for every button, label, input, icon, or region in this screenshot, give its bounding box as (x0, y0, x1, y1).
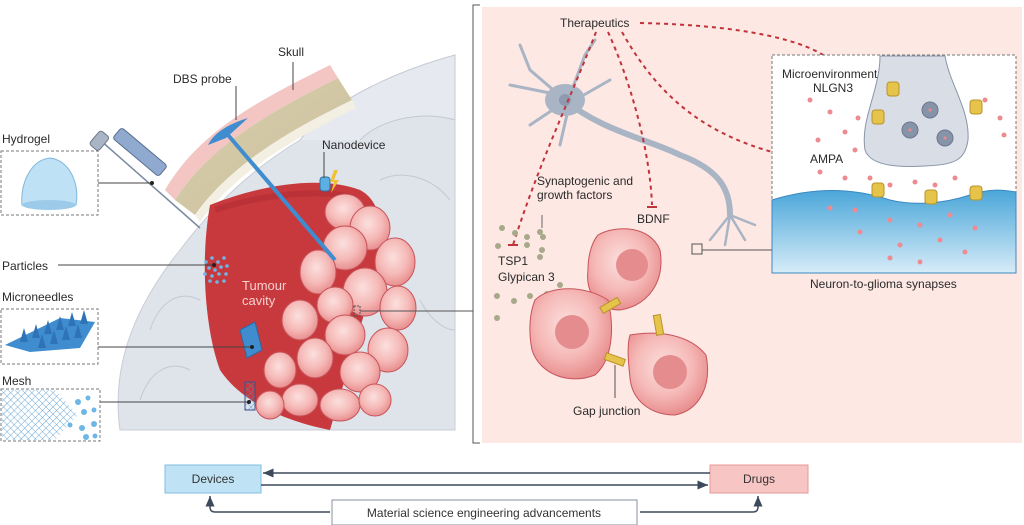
drugs-box (709, 464, 809, 494)
devices-box (164, 464, 262, 494)
synapse-inset (771, 54, 1017, 274)
mesh-patch-icon (244, 381, 256, 411)
microneedles-inset (0, 308, 99, 365)
scalp-layer (165, 65, 338, 200)
bottom-flow: Devices Drugs Material science engineeri… (164, 464, 809, 525)
bdnf-label: BDNF (637, 212, 670, 226)
tumour-cavity-label-1: Tumour (242, 278, 287, 293)
synaptogenic-label-2: growth factors (537, 188, 612, 202)
growth-factor-particles (494, 225, 563, 321)
dbs-probe-label: DBS probe (173, 72, 232, 86)
microenvironment-label: Microenvironment (782, 67, 878, 81)
mesh-label: Mesh (2, 374, 31, 388)
dbs-probe-cap (208, 118, 248, 145)
particles-label: Particles (2, 259, 48, 273)
particles-icon (203, 256, 229, 284)
drugs-label: Drugs (743, 472, 775, 486)
skull-label: Skull (278, 45, 304, 59)
mesh-inset (0, 388, 101, 442)
tsp1-label: TSP1 (498, 254, 528, 268)
nanodevice-icon (319, 152, 339, 193)
materials-to-devices-arrow (205, 496, 330, 513)
microneedle-patch-icon (239, 321, 263, 359)
dbs-probe-shaft (226, 133, 337, 262)
materials-label: Material science engineering advancement… (367, 506, 601, 520)
therapeutics-arrows (512, 22, 833, 246)
panel-bracket (472, 4, 480, 444)
synapse-caption: Neuron-to-glioma synapses (810, 277, 957, 291)
gap-junctions (599, 296, 665, 367)
ampa-label: AMPA (810, 152, 843, 166)
glypican-label: Glypican 3 (498, 270, 555, 284)
devices-label: Devices (192, 472, 235, 486)
hydrogel-inset (0, 150, 99, 216)
gap-junction-label: Gap junction (573, 404, 640, 418)
tumour-cavity-label-2: cavity (242, 293, 276, 308)
materials-box (331, 499, 638, 525)
syringe-icon (89, 128, 201, 229)
nlgn3-label: NLGN3 (813, 81, 853, 95)
mechanism-panel: Therapeutics Synaptogenic and growth fac… (472, 4, 1022, 444)
skull-bone (175, 78, 352, 215)
glioma-cells (529, 228, 708, 416)
materials-to-drugs-arrow (640, 496, 763, 513)
nanodevice-label: Nanodevice (322, 138, 386, 152)
therapeutics-label: Therapeutics (560, 16, 629, 30)
brain-illustration: Skull DBS probe Hydrogel Nanodevice Part… (0, 45, 473, 442)
hydrogel-label: Hydrogel (2, 132, 50, 146)
synaptogenic-label-1: Synaptogenic and (537, 174, 633, 188)
microneedles-label: Microneedles (2, 290, 73, 304)
